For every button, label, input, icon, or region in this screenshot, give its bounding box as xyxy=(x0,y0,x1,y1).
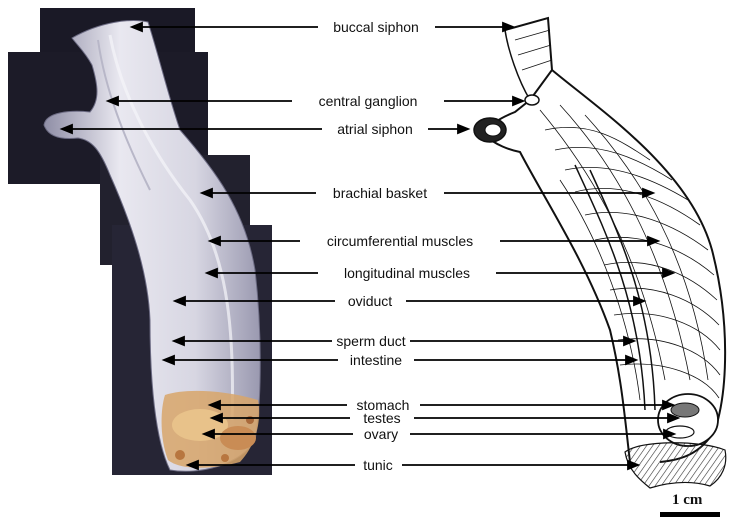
label-brachial-basket: brachial basket xyxy=(331,185,429,201)
label-ovary: ovary xyxy=(362,426,400,442)
label-oviduct: oviduct xyxy=(346,293,394,309)
label-buccal-siphon: buccal siphon xyxy=(331,19,421,35)
label-atrial-siphon: atrial siphon xyxy=(335,121,415,137)
label-circumferential-muscles: circumferential muscles xyxy=(325,233,475,249)
scale-bar-label: 1 cm xyxy=(672,492,702,509)
scale-bar xyxy=(660,512,720,517)
label-longitudinal-muscles: longitudinal muscles xyxy=(342,265,472,281)
label-tunic: tunic xyxy=(361,457,395,473)
label-central-ganglion: central ganglion xyxy=(317,93,420,109)
label-sperm-duct: sperm duct xyxy=(334,333,407,349)
label-intestine: intestine xyxy=(348,352,404,368)
label-testes: testes xyxy=(361,410,402,426)
